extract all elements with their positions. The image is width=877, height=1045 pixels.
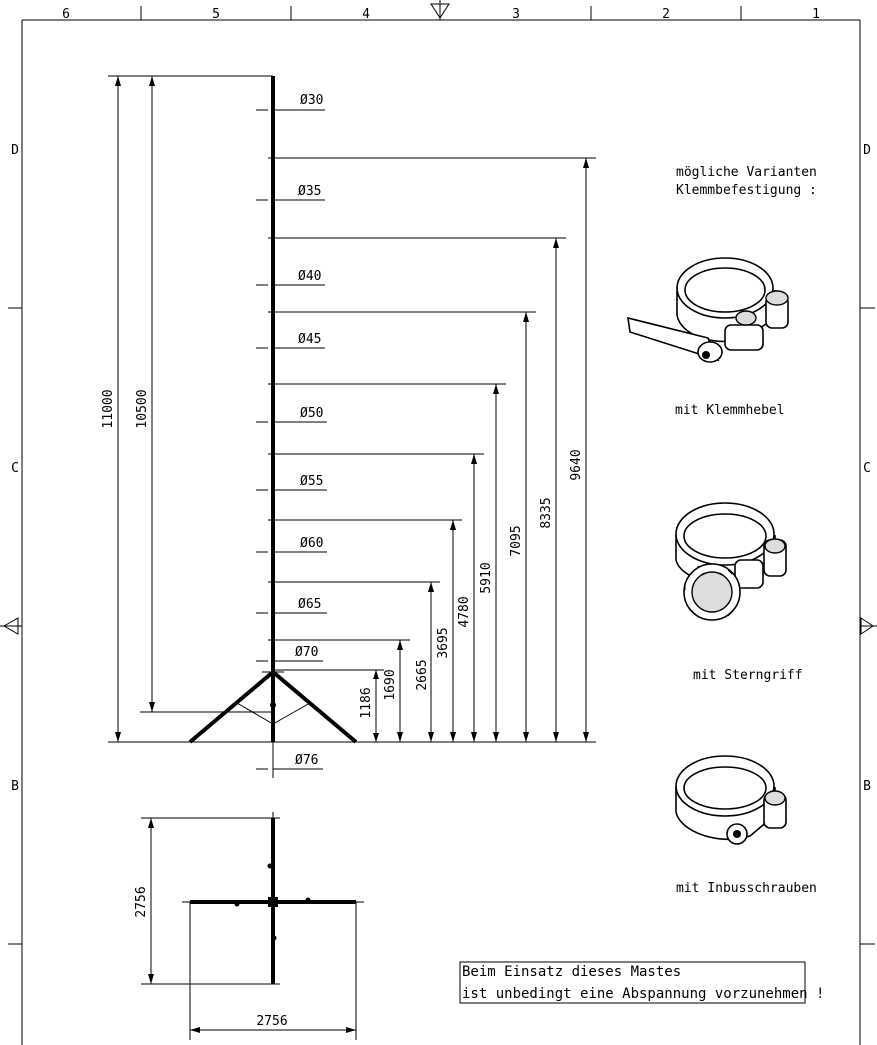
diameter-label-55: Ø55 [300,474,323,489]
diameter-label-35: Ø35 [298,184,321,199]
diameter-label-60: Ø60 [300,536,323,551]
frame-row-c-left: C [11,461,19,476]
diameter-label-50: Ø50 [300,406,323,421]
mast-side-view [188,76,358,778]
height-label-9640: 9640 [569,449,584,480]
footprint-height-label: 2756 [134,886,149,917]
variants-heading-line2: Klemmbefestigung : [676,183,817,198]
tripod-top-view: 2756 2756 [134,812,364,1040]
height-label-11000: 11000 [101,389,116,428]
diameter-label-40: Ø40 [298,269,321,284]
frame-row-b-right: B [863,779,871,794]
clamp-lever-illustration [627,257,789,363]
height-label-5910: 5910 [479,562,494,593]
diameter-label-70: Ø70 [295,645,318,660]
frame-column-4: 4 [362,7,370,22]
frame-row-d-right: D [863,143,871,158]
frame-row-c-right: C [863,461,871,476]
height-label-4780: 4780 [457,596,472,627]
guying-note: Beim Einsatz dieses Mastes ist unbedingt… [459,961,824,1004]
clamp-variants: mögliche Varianten Klemmbefestigung : mi… [627,165,817,896]
note-line-2: ist unbedingt eine Abspannung vorzunehme… [462,986,824,1002]
height-label-1690: 1690 [383,669,398,700]
diameter-label-30: Ø30 [300,93,323,108]
height-label-3695: 3695 [436,627,451,658]
frame-row-d-left: D [11,143,19,158]
frame-column-5: 5 [212,7,220,22]
diameter-label-65: Ø65 [298,597,321,612]
variant-label-star-knob: mit Sterngriff [693,668,803,683]
height-dimensions: 11000 10500 9640 8335 7095 5910 4780 369… [101,75,596,743]
clamp-star-knob-illustration [675,502,787,621]
diameter-callouts: Ø30 Ø35 Ø40 Ø45 Ø50 Ø55 Ø60 Ø65 Ø70 Ø76 [256,93,327,770]
variant-label-hex-screws: mit Inbusschrauben [676,881,817,896]
frame-row-b-left: B [11,779,19,794]
diameter-label-76: Ø76 [295,753,318,768]
variant-label-lever: mit Klemmhebel [675,403,785,418]
height-label-8335: 8335 [539,497,554,528]
height-label-2665: 2665 [415,659,430,690]
frame-column-2: 2 [662,7,670,22]
clamp-hex-screw-illustration [675,755,787,845]
height-label-1186: 1186 [359,687,374,718]
footprint-width-label: 2756 [256,1014,287,1029]
note-line-1: Beim Einsatz dieses Mastes [462,964,681,980]
frame-column-1: 1 [812,7,820,22]
height-label-10500: 10500 [135,389,150,428]
frame-column-3: 3 [512,7,520,22]
variants-heading-line1: mögliche Varianten [676,165,817,180]
height-label-7095: 7095 [509,525,524,556]
diameter-label-45: Ø45 [298,332,321,347]
frame-column-6: 6 [62,7,70,22]
